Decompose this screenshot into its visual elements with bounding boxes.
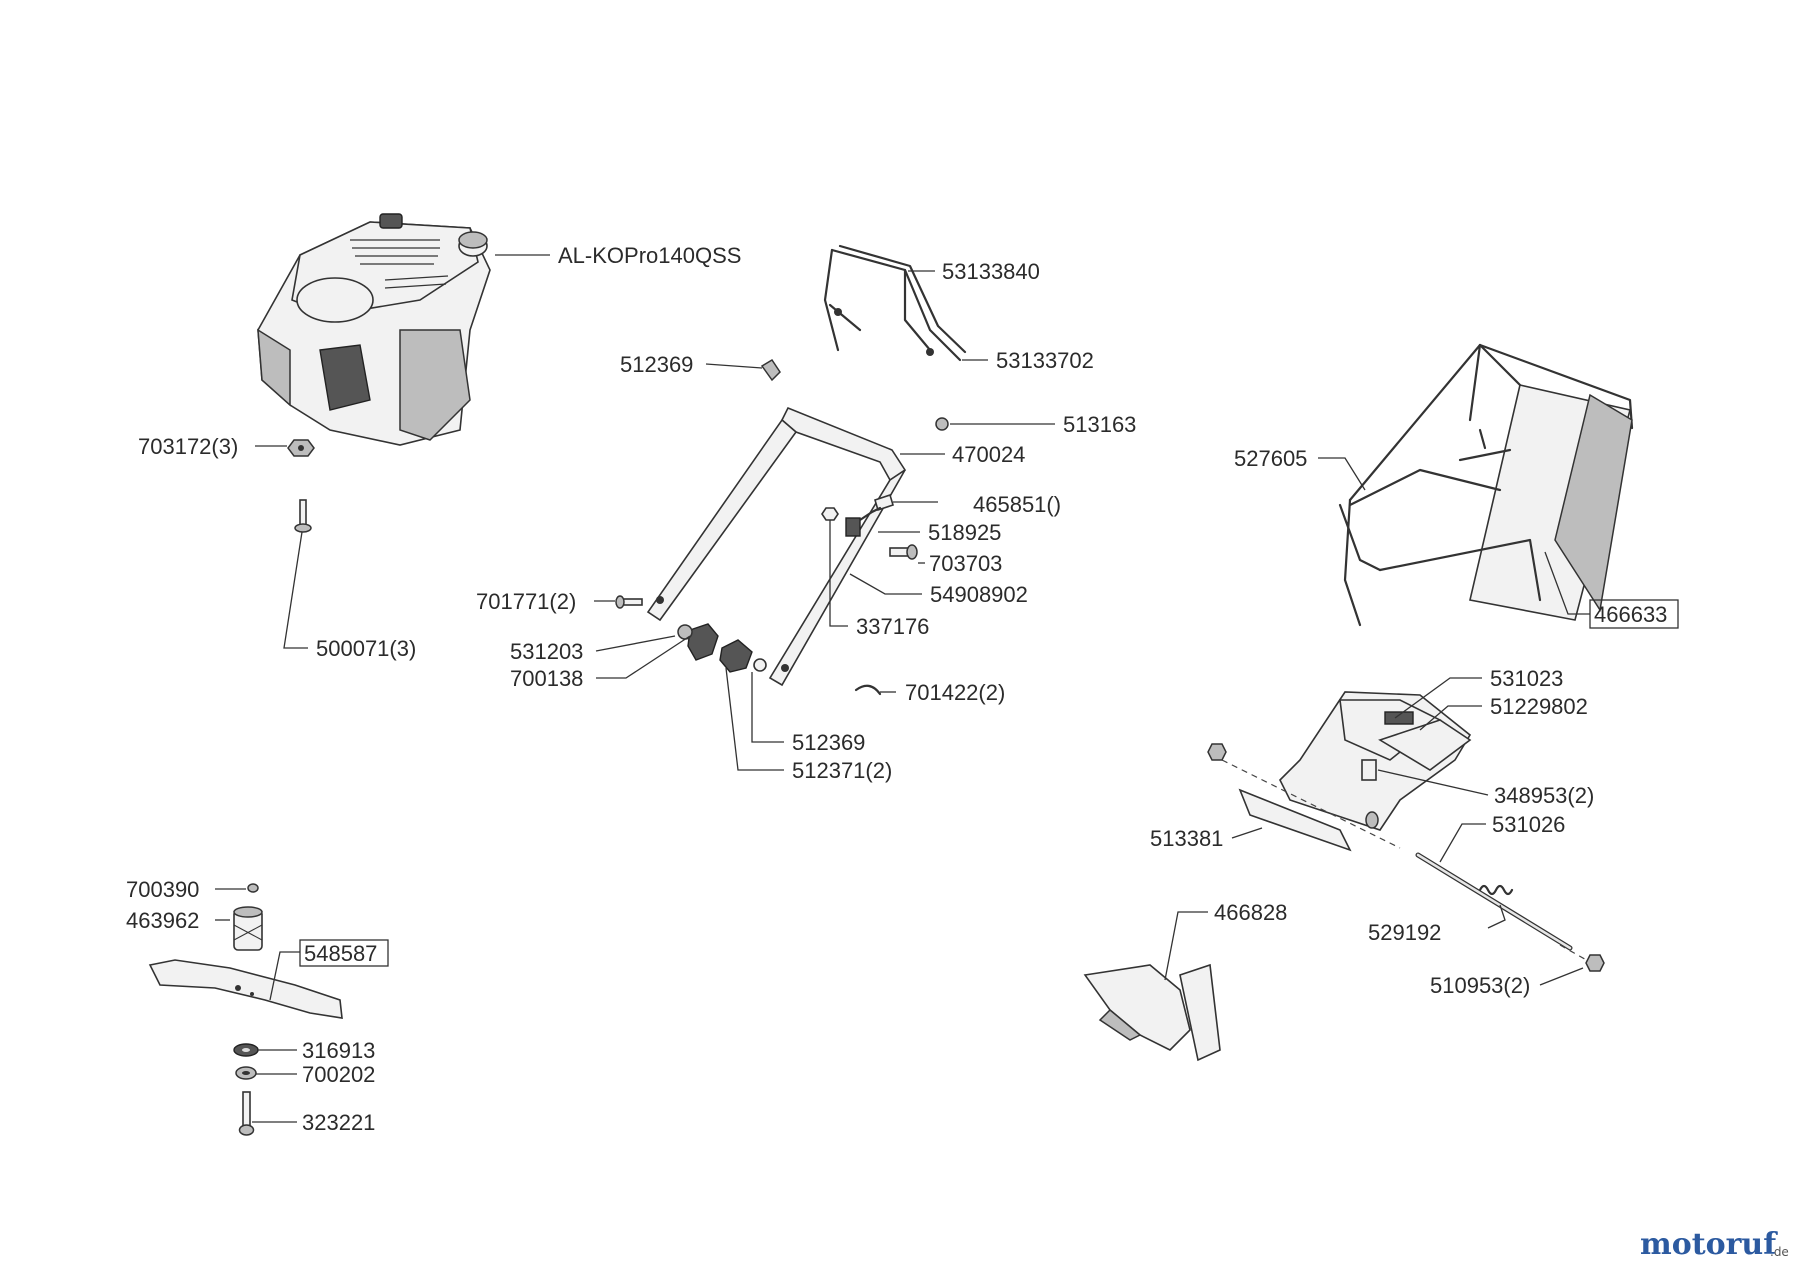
blade-548587-leader — [269, 951, 300, 1001]
handle-top-label: 53133840 — [942, 259, 1040, 284]
screw-701771-label: 701771(2) — [476, 589, 576, 614]
part-348953-leader — [1377, 769, 1489, 796]
blade-548587-label: 548587 — [304, 941, 377, 966]
nut-703172-label: 703172(3) — [138, 434, 238, 459]
screw-701771-icon — [615, 595, 643, 609]
spring-529192-label: 529192 — [1368, 920, 1441, 945]
watermark-suffix: .de — [1770, 1245, 1789, 1259]
knob-left-icon — [687, 623, 719, 661]
knob-right-icon — [719, 639, 753, 673]
washer-531203-icon — [677, 624, 693, 640]
grass-bag-illustration — [1338, 343, 1634, 627]
clip-701422-label: 701422(2) — [905, 680, 1005, 705]
part-348953-label: 348953(2) — [1494, 783, 1594, 808]
clip-left-top-leader — [705, 363, 763, 369]
bag-label: 466633 — [1594, 602, 1667, 627]
handle-bracket-label: 53133702 — [996, 348, 1094, 373]
nut-510953-leader — [1539, 967, 1584, 986]
clip-left-top-label: 512369 — [620, 352, 693, 377]
clip-512369-top-icon — [760, 358, 781, 382]
washer-700202-label: 700202 — [302, 1062, 375, 1087]
handle-lower-label: 470024 — [952, 442, 1025, 467]
bar-54908902-label: 54908902 — [930, 582, 1028, 607]
blade-label-box — [299, 939, 389, 967]
washer-513163-label: 513163 — [1063, 412, 1136, 437]
washer-316913-label: 316913 — [302, 1038, 375, 1063]
bolt-703703-icon — [889, 544, 918, 560]
flap-531023-leader — [1394, 677, 1482, 719]
blade-548587-icon — [148, 959, 343, 1019]
bag-label-box — [1589, 599, 1679, 629]
bar-54908902-leader — [849, 573, 922, 595]
deflector-466828-label: 466828 — [1214, 900, 1287, 925]
washer-513163-icon — [935, 417, 949, 431]
nut-510953-left-icon — [1207, 743, 1227, 761]
part-531203-label: 531203 — [510, 639, 583, 664]
axle-531026-label: 531026 — [1492, 812, 1565, 837]
screw-500071-icon — [294, 499, 312, 533]
bag-frame-leader — [1318, 457, 1366, 491]
spring-518925-label: 518925 — [928, 520, 1001, 545]
watermark-text: motoruf — [1640, 1227, 1778, 1262]
bolt-703703-label: 703703 — [929, 551, 1002, 576]
part-512369-leader — [751, 672, 784, 743]
lower-handle-illustration — [646, 406, 907, 687]
nut-703172-icon — [287, 439, 315, 457]
adapter-463962-icon — [233, 906, 263, 951]
part-700138-leader — [596, 635, 691, 679]
part-700138-label: 700138 — [510, 666, 583, 691]
rail-513381-leader — [1231, 827, 1263, 839]
washer-700390-label: 700390 — [126, 877, 199, 902]
deflector-466828-icon — [1083, 963, 1221, 1062]
flap-51229802-leader — [1419, 705, 1482, 731]
washer-512369-icon — [753, 658, 767, 672]
washer-700390-icon — [247, 883, 259, 893]
rail-513381-label: 513381 — [1150, 826, 1223, 851]
part-465851-label: 465851() — [973, 492, 1061, 517]
axle-531026-leader — [1439, 823, 1486, 863]
flap-51229802-label: 51229802 — [1490, 694, 1588, 719]
adapter-463962-label: 463962 — [126, 908, 199, 933]
nut-510953-right-icon — [1585, 954, 1605, 972]
nut-337176-leader — [829, 520, 848, 627]
engine-illustration — [257, 213, 491, 446]
part-531203-leader — [595, 635, 676, 652]
spring-529192-leader — [1487, 904, 1506, 929]
axle-dash-left — [1221, 759, 1401, 849]
knob-512371-leader — [725, 667, 784, 771]
bolt-323221-icon — [238, 1091, 255, 1136]
flap-531023-label: 531023 — [1490, 666, 1563, 691]
part-465851-icon — [874, 493, 894, 512]
knob-512371-label: 512371(2) — [792, 758, 892, 783]
nut-337176-icon — [821, 507, 839, 521]
spring-518925-icon — [845, 506, 882, 537]
bag-frame-label: 527605 — [1234, 446, 1307, 471]
bag-leader — [1544, 551, 1590, 615]
upper-handle-illustration — [823, 244, 967, 362]
nut-337176-label: 337176 — [856, 614, 929, 639]
washer-700202-icon — [235, 1066, 257, 1080]
part-512369-label: 512369 — [792, 730, 865, 755]
rear-flap-illustration — [1238, 691, 1472, 852]
axle-dash-right — [1559, 944, 1591, 963]
axle-531026-icon — [1415, 852, 1573, 951]
nut-510953-label: 510953(2) — [1430, 973, 1530, 998]
clip-701422-icon — [854, 684, 882, 696]
screw-500071-leader — [283, 531, 308, 649]
bolt-323221-label: 323221 — [302, 1110, 375, 1135]
washer-316913-icon — [233, 1043, 259, 1057]
engine-label: AL-KOPro140QSS — [558, 243, 741, 268]
deflector-466828-leader — [1164, 911, 1208, 981]
screw-500071-label: 500071(3) — [316, 636, 416, 661]
watermark-logo: motoruf .de — [1640, 1227, 1789, 1262]
